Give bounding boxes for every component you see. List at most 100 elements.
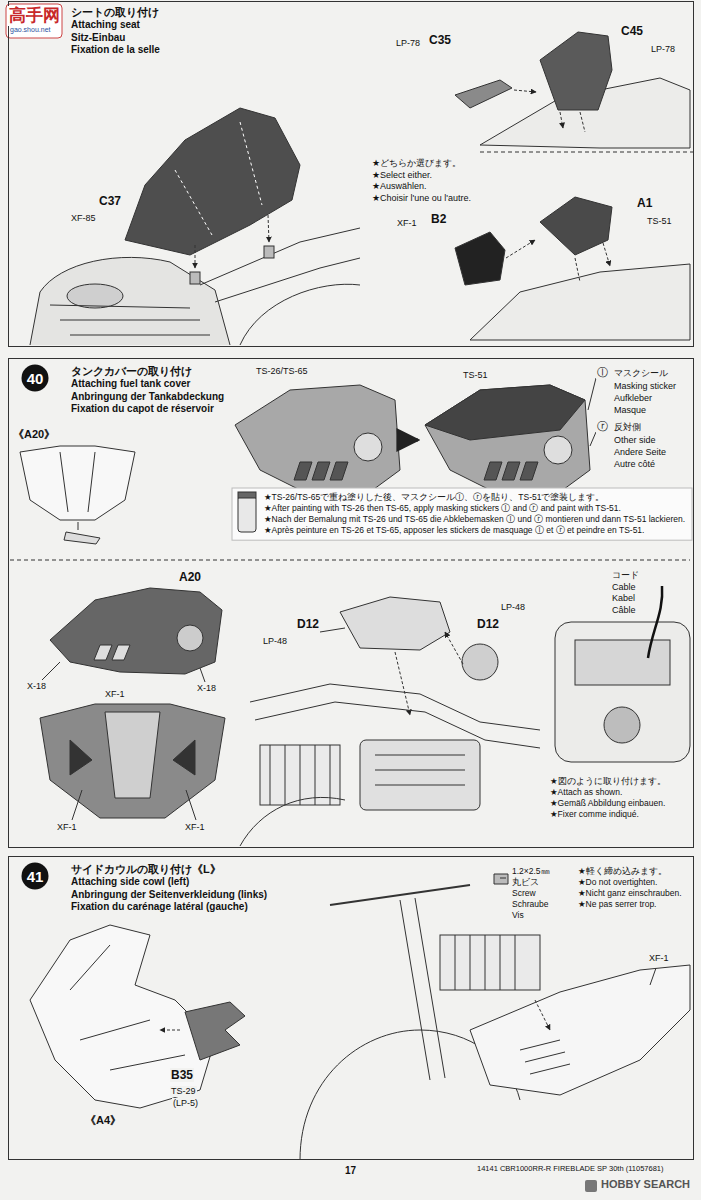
decal-disc (462, 644, 498, 680)
step-heading: サイドカウルの取り付け《L》Attaching side cowl (left)… (71, 863, 267, 913)
tail-body (470, 264, 690, 340)
screw-icon (494, 874, 508, 884)
paint-code: XF-1 (104, 689, 126, 700)
leader-line (42, 662, 205, 682)
note-text: ★Attach as shown. (550, 787, 695, 798)
fork (400, 898, 445, 1080)
fit-arrow (575, 243, 610, 282)
paint-jar-icon (238, 496, 256, 532)
note-text: ★Do not overtighten. (578, 877, 698, 888)
note-text: ★どちらか選びます。 (372, 158, 522, 170)
note-text: ★図のように取り付けます。 (550, 776, 695, 787)
note-text: ★軽く締め込みます。 (578, 866, 698, 877)
paint-code: X-18 (26, 681, 47, 692)
separator (480, 152, 695, 153)
tank-ribs (50, 305, 210, 335)
cowl-vent (520, 1040, 570, 1074)
vent (94, 645, 130, 660)
seat-tab (190, 272, 200, 284)
fit-arrow (506, 240, 535, 258)
center-panel (105, 712, 160, 798)
label-text: Vis (512, 910, 574, 921)
paint-code: XF-1 (396, 218, 418, 229)
paint-code: X-18 (196, 683, 217, 694)
seat-tab (264, 246, 274, 258)
label-text: 1.2×2.5㎜ (512, 866, 574, 877)
separator (10, 560, 690, 561)
leader-line (72, 790, 196, 820)
note-text: ★Fixer comme indiqué. (550, 809, 695, 820)
side-cowl (470, 965, 690, 1095)
tank-cap (67, 284, 123, 308)
step-title: Anbringung der Tankabdeckung (71, 391, 224, 403)
paint-code: LP-78 (650, 44, 676, 55)
detail-line (60, 452, 95, 512)
paint-code: XF-1 (184, 822, 206, 833)
badge-circle (22, 365, 49, 392)
label-text: Schraube (512, 899, 574, 910)
badge-circle (22, 863, 49, 890)
fit-arrow (445, 632, 463, 664)
note-text: ★Nach der Bemalung mit TS-26 und TS-65 d… (264, 514, 688, 525)
step-title: タンクカバーの取り付け (71, 365, 224, 378)
leader-line (588, 378, 596, 446)
step-number-text: 41 (27, 869, 44, 884)
paint-code: XF-1 (648, 953, 670, 964)
step-title: Attaching side cowl (left) (71, 876, 267, 888)
note-text: ★TS-26/TS-65で重ね塗りした後、マスクシールⓛ、ⓡを貼り、TS-51で… (264, 492, 688, 503)
paint-code: TS-51 (646, 216, 673, 227)
step-number: 41 (21, 862, 49, 890)
label-text: Cable (612, 582, 654, 594)
radiator (440, 935, 540, 990)
label-text: マスクシール (613, 368, 669, 379)
note-text: ★Choisir l'une ou l'autre. (372, 193, 522, 205)
text-group: ★TS-26/TS-65で重ね塗りした後、マスクシールⓛ、ⓡを貼り、TS-51で… (264, 492, 688, 536)
part-number: C37 (98, 194, 122, 208)
note-box (232, 488, 692, 540)
label-text: gao.shou.net (9, 26, 51, 34)
label-text: ⓛ (596, 366, 609, 379)
radiator-fins (455, 935, 515, 990)
part-number: A1 (636, 196, 653, 210)
step-title: Anbringung der Seitenverkleidung (links) (71, 889, 267, 901)
label-text: 丸ビス (512, 877, 574, 888)
fit-arrow (560, 112, 585, 132)
paint-code: LP-48 (262, 636, 288, 647)
label-text: Kabel (612, 593, 654, 605)
part-number: B2 (430, 212, 447, 226)
text-group: ★図のように取り付けます。★Attach as shown.★Gemäß Abb… (550, 776, 695, 820)
inner-part (185, 1002, 245, 1060)
note-text: ★Select either. (372, 170, 522, 182)
filler-cap (177, 625, 203, 651)
fuel-tank (30, 257, 230, 345)
part-number: D12 (296, 617, 320, 631)
label-text: 17 (344, 1165, 357, 1177)
part-number: B35 (170, 1068, 194, 1082)
label-text: Masque (613, 405, 647, 416)
step-panel: シートの取り付けAttaching seatSitz-EinbauFixatio… (8, 1, 694, 347)
label-text: コード (612, 570, 654, 582)
paint-code: TS-26/TS-65 (255, 366, 309, 377)
vent (70, 740, 195, 775)
knife-symbol (64, 522, 100, 544)
paint-code: XF-85 (70, 213, 97, 224)
label-text: Screw (512, 888, 574, 899)
masked-area (425, 385, 585, 440)
part-number: D12 (476, 617, 500, 631)
note-text: ★Gemäß Abbildung einbauen. (550, 798, 695, 809)
tank-body (555, 622, 690, 762)
note-text: ★Auswählen. (372, 181, 522, 193)
label-text: HOBBY SEARCH (600, 1178, 691, 1191)
lens-part (455, 80, 512, 108)
engine-block (360, 740, 480, 810)
tank-cover-part (235, 385, 400, 492)
label-text: ⓡ (596, 420, 609, 433)
fit-arrow (268, 215, 269, 242)
note-text: ★Ne pas serrer trop. (578, 899, 698, 910)
leader-line (320, 628, 345, 632)
cable (648, 586, 662, 658)
fit-arrow (395, 652, 410, 715)
seat-part (125, 108, 300, 255)
engine-detail (375, 755, 465, 785)
step-heading: シートの取り付けAttaching seatSitz-EinbauFixatio… (71, 6, 160, 56)
